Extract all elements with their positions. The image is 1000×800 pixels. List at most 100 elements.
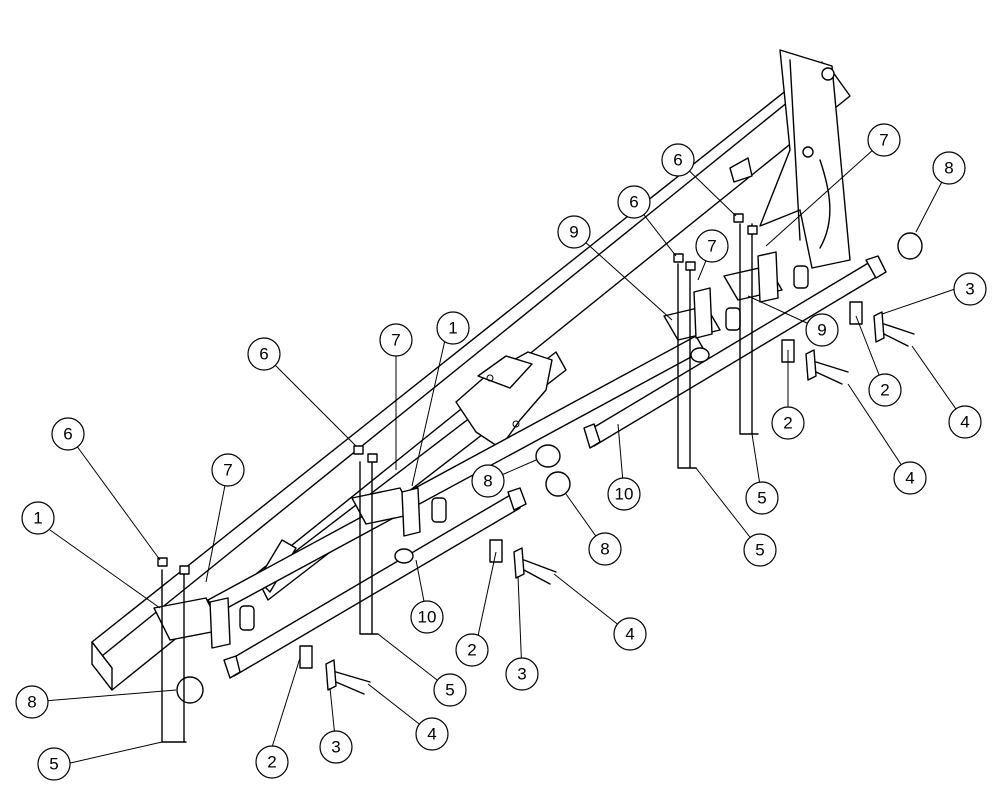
callout-circle — [695, 229, 729, 263]
callout-2: 2 — [455, 633, 489, 667]
callout-label: 6 — [673, 151, 682, 170]
tube-clamps — [239, 265, 809, 631]
callout-circle — [455, 633, 489, 667]
callout-7: 7 — [867, 123, 901, 157]
callout-label: 10 — [615, 485, 634, 504]
callout-label: 8 — [600, 540, 609, 559]
callout-1: 1 — [436, 311, 470, 345]
callout-label: 7 — [707, 237, 716, 256]
callout-7: 7 — [379, 323, 413, 357]
callout-circle — [433, 673, 467, 707]
end-cap-center-a — [535, 444, 561, 468]
callout-10: 10 — [607, 477, 641, 511]
callout-label: 5 — [757, 489, 766, 508]
callout-circle — [379, 323, 413, 357]
end-cap-lower-left — [176, 676, 204, 704]
clamp-plates — [325, 311, 885, 691]
callout-label: 6 — [259, 345, 268, 364]
callout-5: 5 — [743, 533, 777, 567]
callout-label: 5 — [445, 681, 454, 700]
callout-label: 2 — [467, 641, 476, 660]
callout-circle — [607, 477, 641, 511]
callout-5: 5 — [37, 747, 71, 781]
callout-label: 1 — [448, 319, 457, 338]
callout-3: 3 — [953, 272, 987, 306]
end-cap-upper-right — [897, 232, 923, 260]
callout-label: 9 — [569, 223, 578, 242]
callout-10: 10 — [410, 600, 444, 634]
callout-circle — [247, 337, 281, 371]
callout-label: 6 — [63, 425, 72, 444]
callout-4: 4 — [948, 405, 982, 439]
main-frame-tube — [91, 61, 851, 691]
callout-circle — [953, 272, 987, 306]
callout-circle — [21, 501, 55, 535]
callout-label: 7 — [879, 131, 888, 150]
callout-3: 3 — [505, 657, 539, 691]
shank-holders — [209, 251, 779, 649]
nuts — [157, 213, 758, 575]
callout-circle — [319, 730, 353, 764]
callout-circle — [37, 747, 71, 781]
callout-6: 6 — [247, 337, 281, 371]
callout-circle — [932, 151, 966, 185]
callout-circle — [661, 143, 695, 177]
callout-circle — [255, 745, 289, 779]
callout-circle — [436, 311, 470, 345]
callout-6: 6 — [661, 143, 695, 177]
callout-circle — [743, 533, 777, 567]
callout-circle — [588, 532, 622, 566]
callout-7: 7 — [211, 453, 245, 487]
callout-2: 2 — [255, 745, 289, 779]
callout-label: 4 — [905, 469, 914, 488]
tube-end-caps — [176, 232, 923, 704]
callout-8: 8 — [588, 532, 622, 566]
callout-label: 3 — [965, 280, 974, 299]
callout-label: 2 — [783, 414, 792, 433]
callout-circle — [471, 464, 505, 498]
callout-label: 4 — [427, 725, 436, 744]
callout-circle — [745, 481, 779, 515]
callout-4: 4 — [415, 717, 449, 751]
callout-label: 2 — [880, 381, 889, 400]
callout-7: 7 — [695, 229, 729, 263]
callout-label: 5 — [49, 755, 58, 774]
callout-label: 4 — [960, 413, 969, 432]
callout-8: 8 — [15, 685, 49, 719]
callout-label: 6 — [629, 193, 638, 212]
callout-circle — [51, 417, 85, 451]
callout-circle — [211, 453, 245, 487]
callout-4: 4 — [893, 461, 927, 495]
callout-circle — [867, 123, 901, 157]
end-cap-center-b — [545, 471, 571, 497]
callout-circle — [805, 313, 839, 347]
callout-4: 4 — [613, 617, 647, 651]
callout-label: 4 — [625, 625, 634, 644]
callout-label: 9 — [817, 321, 826, 340]
callout-circle — [613, 617, 647, 651]
callout-3: 3 — [319, 730, 353, 764]
gusset-tab — [729, 157, 753, 183]
callout-circle — [15, 685, 49, 719]
callout-circle — [868, 373, 902, 407]
callout-8: 8 — [471, 464, 505, 498]
front-cross-tube — [223, 487, 527, 679]
callout-circle — [771, 406, 805, 440]
callout-circle — [410, 600, 444, 634]
callout-label: 8 — [27, 693, 36, 712]
callout-circle — [415, 717, 449, 751]
callout-circle — [505, 657, 539, 691]
callout-label: 3 — [331, 738, 340, 757]
callout-label: 8 — [483, 472, 492, 491]
bolts — [335, 323, 915, 695]
callout-label: 2 — [267, 753, 276, 772]
callout-2: 2 — [868, 373, 902, 407]
callout-label: 8 — [944, 159, 953, 178]
upright-mount-bracket — [759, 49, 851, 269]
callout-label: 1 — [33, 509, 42, 528]
callout-label: 3 — [517, 665, 526, 684]
rear-cross-tube — [583, 255, 887, 449]
center-saddle — [455, 351, 553, 449]
